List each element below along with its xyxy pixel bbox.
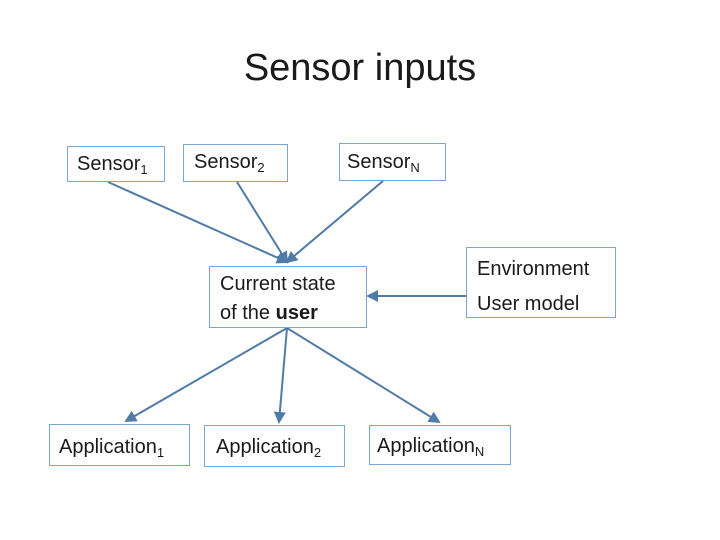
user-model-label: User model — [477, 293, 580, 315]
sensor-n-box: SensorN — [339, 143, 446, 181]
current-state-box: Current state of the user — [209, 266, 367, 328]
current-state-line2: of the user — [220, 302, 318, 324]
sensor-2-box: Sensor2 — [183, 144, 288, 182]
environment-label: Environment — [477, 258, 590, 280]
connector-sensor1-state — [107, 181, 289, 264]
sensor-1-box: Sensor1 — [67, 146, 165, 182]
current-state-line1: Current state — [220, 273, 336, 295]
connector-state-appN — [286, 327, 441, 424]
application-2-box: Application2 — [204, 425, 345, 467]
connector-sensor2-state — [236, 181, 289, 264]
connector-state-app1 — [124, 327, 288, 423]
environment-user-model-box: Environment User model — [466, 247, 616, 318]
application-n-box: ApplicationN — [369, 425, 511, 465]
connector-sensorN-state — [285, 180, 384, 264]
application-1-box: Application1 — [49, 424, 190, 466]
connector-state-app2 — [273, 327, 288, 424]
diagram-title: Sensor inputs — [243, 47, 477, 89]
